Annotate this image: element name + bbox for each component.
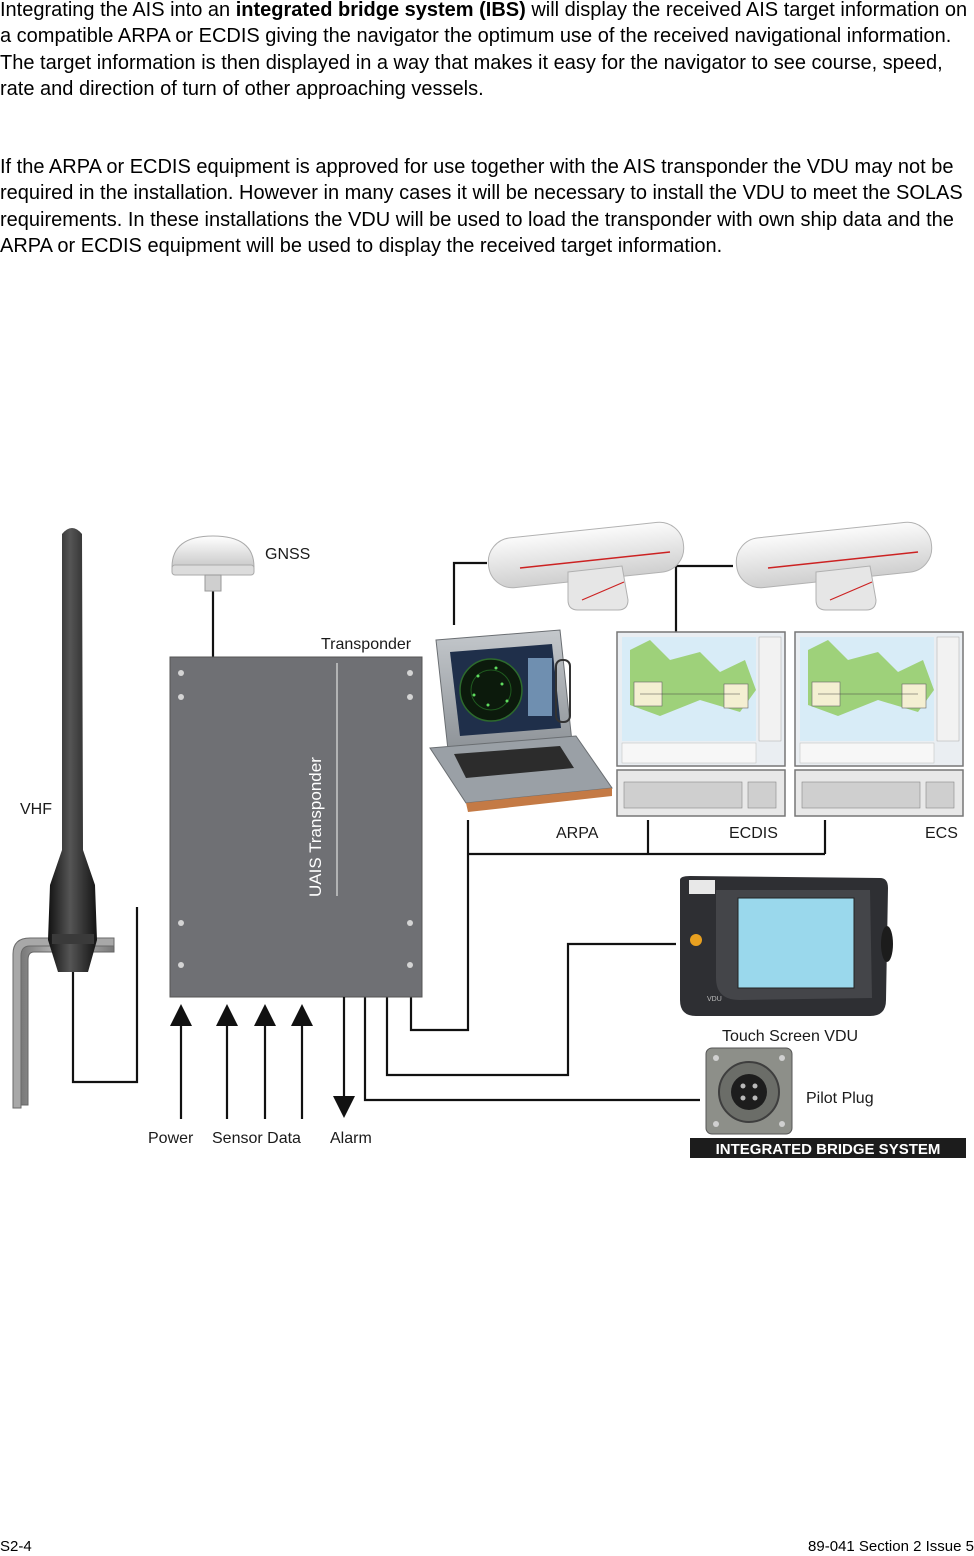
radar-scanner-left xyxy=(487,521,685,611)
ibs-banner-box xyxy=(690,1138,966,1158)
ibs-bold-term: integrated bridge system (IBS) xyxy=(235,0,526,21)
arpa-label: ARPA xyxy=(556,825,599,842)
signal-arrows xyxy=(170,997,355,1119)
vdu-brand-label: VDU xyxy=(707,996,722,1003)
alarm-label: Alarm xyxy=(330,1130,372,1147)
touch-screen-vdu-label: Touch Screen VDU xyxy=(722,1028,858,1045)
document-reference: 89-041 Section 2 Issue 5 xyxy=(808,1538,974,1555)
ecdis-label: ECDIS xyxy=(729,825,778,842)
page-number: S2-4 xyxy=(0,1538,32,1555)
ecs-label: ECS xyxy=(925,825,958,842)
intro-text-start: Integrating the AIS into an xyxy=(0,0,236,21)
arpa-console xyxy=(429,629,613,812)
power-label: Power xyxy=(148,1130,194,1147)
vhf-label: VHF xyxy=(20,801,52,818)
sensor-data-label: Sensor Data xyxy=(212,1130,301,1147)
vhf-antenna xyxy=(12,528,115,1109)
intro-paragraph: Integrating the AIS into an integrated b… xyxy=(0,0,968,102)
transponder-label: Transponder xyxy=(321,636,412,653)
ecs-station xyxy=(794,631,964,817)
pilot-plug-label: Pilot Plug xyxy=(806,1090,874,1107)
ibs-diagram: GNSS Transponder VHF ARPA ECDIS ECS Touc… xyxy=(12,521,966,1158)
radar-scanner-right xyxy=(735,521,933,611)
vdu-paragraph: If the ARPA or ECDIS equipment is approv… xyxy=(0,156,963,257)
pilot-plug xyxy=(705,1047,793,1135)
intro-text-end: will display the received AIS target inf… xyxy=(0,0,968,100)
gnss-label: GNSS xyxy=(265,546,310,563)
gnss-antenna xyxy=(171,535,255,592)
ecdis-station xyxy=(616,631,786,817)
transponder-unit xyxy=(169,656,423,998)
ibs-banner-label: INTEGRATED BRIDGE SYSTEM xyxy=(716,1141,941,1158)
uais-transponder-label: UAIS Transponder xyxy=(306,757,325,897)
touch-screen-vdu xyxy=(680,876,893,1016)
